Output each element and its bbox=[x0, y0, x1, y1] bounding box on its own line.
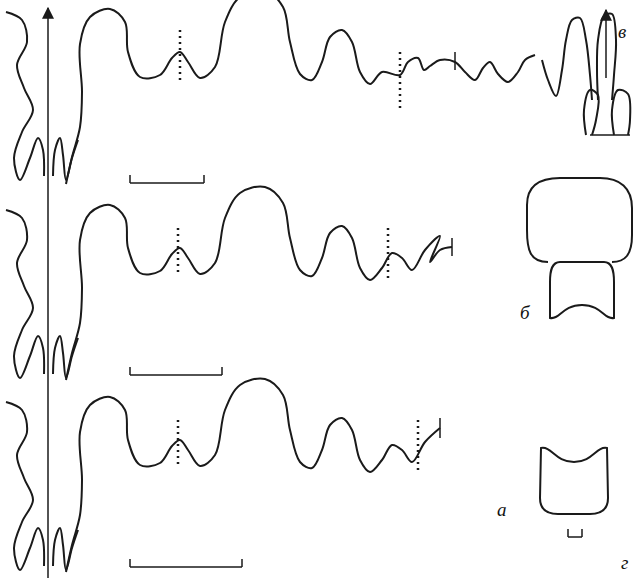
scale-bar bbox=[241, 559, 243, 567]
dotted-marker bbox=[387, 228, 390, 278]
whorl-section bbox=[584, 90, 599, 135]
scale-bar bbox=[130, 182, 204, 184]
left-element bbox=[53, 138, 78, 180]
end-tick bbox=[439, 418, 441, 438]
dotted-marker bbox=[399, 52, 402, 110]
left-element bbox=[6, 210, 44, 378]
whorl-cross-section bbox=[540, 448, 608, 514]
scale-bar bbox=[568, 536, 582, 538]
whorl-section bbox=[542, 17, 592, 100]
end-tick bbox=[451, 238, 453, 256]
dotted-marker bbox=[177, 228, 180, 276]
scale-bar bbox=[581, 529, 583, 537]
scale-bar bbox=[129, 559, 131, 567]
suture-line bbox=[66, 186, 452, 380]
axis-arrow bbox=[605, 10, 607, 78]
left-element bbox=[6, 12, 44, 180]
axis-arrow bbox=[47, 8, 49, 578]
scale-bar bbox=[130, 374, 222, 376]
scale-bar bbox=[129, 367, 131, 375]
end-tick bbox=[454, 52, 456, 70]
figure-letter: б bbox=[520, 303, 530, 322]
scale-bar bbox=[203, 175, 205, 183]
scale-bar bbox=[567, 529, 569, 537]
suture-line bbox=[66, 0, 535, 184]
dotted-marker bbox=[417, 420, 420, 470]
scale-bar bbox=[130, 566, 242, 568]
whorl-section bbox=[612, 90, 631, 135]
figure-letter: г bbox=[621, 553, 628, 572]
figure-letter: а bbox=[497, 500, 507, 519]
left-element bbox=[6, 402, 44, 570]
whorl-section bbox=[590, 134, 630, 136]
figure-letter: в bbox=[618, 22, 626, 41]
scale-bar bbox=[129, 175, 131, 183]
dotted-marker bbox=[177, 420, 180, 468]
scale-bar bbox=[221, 367, 223, 375]
suture-line bbox=[66, 378, 440, 572]
dotted-marker bbox=[179, 30, 182, 80]
whorl-cross-section bbox=[550, 262, 614, 318]
whorl-cross-section bbox=[527, 178, 632, 262]
